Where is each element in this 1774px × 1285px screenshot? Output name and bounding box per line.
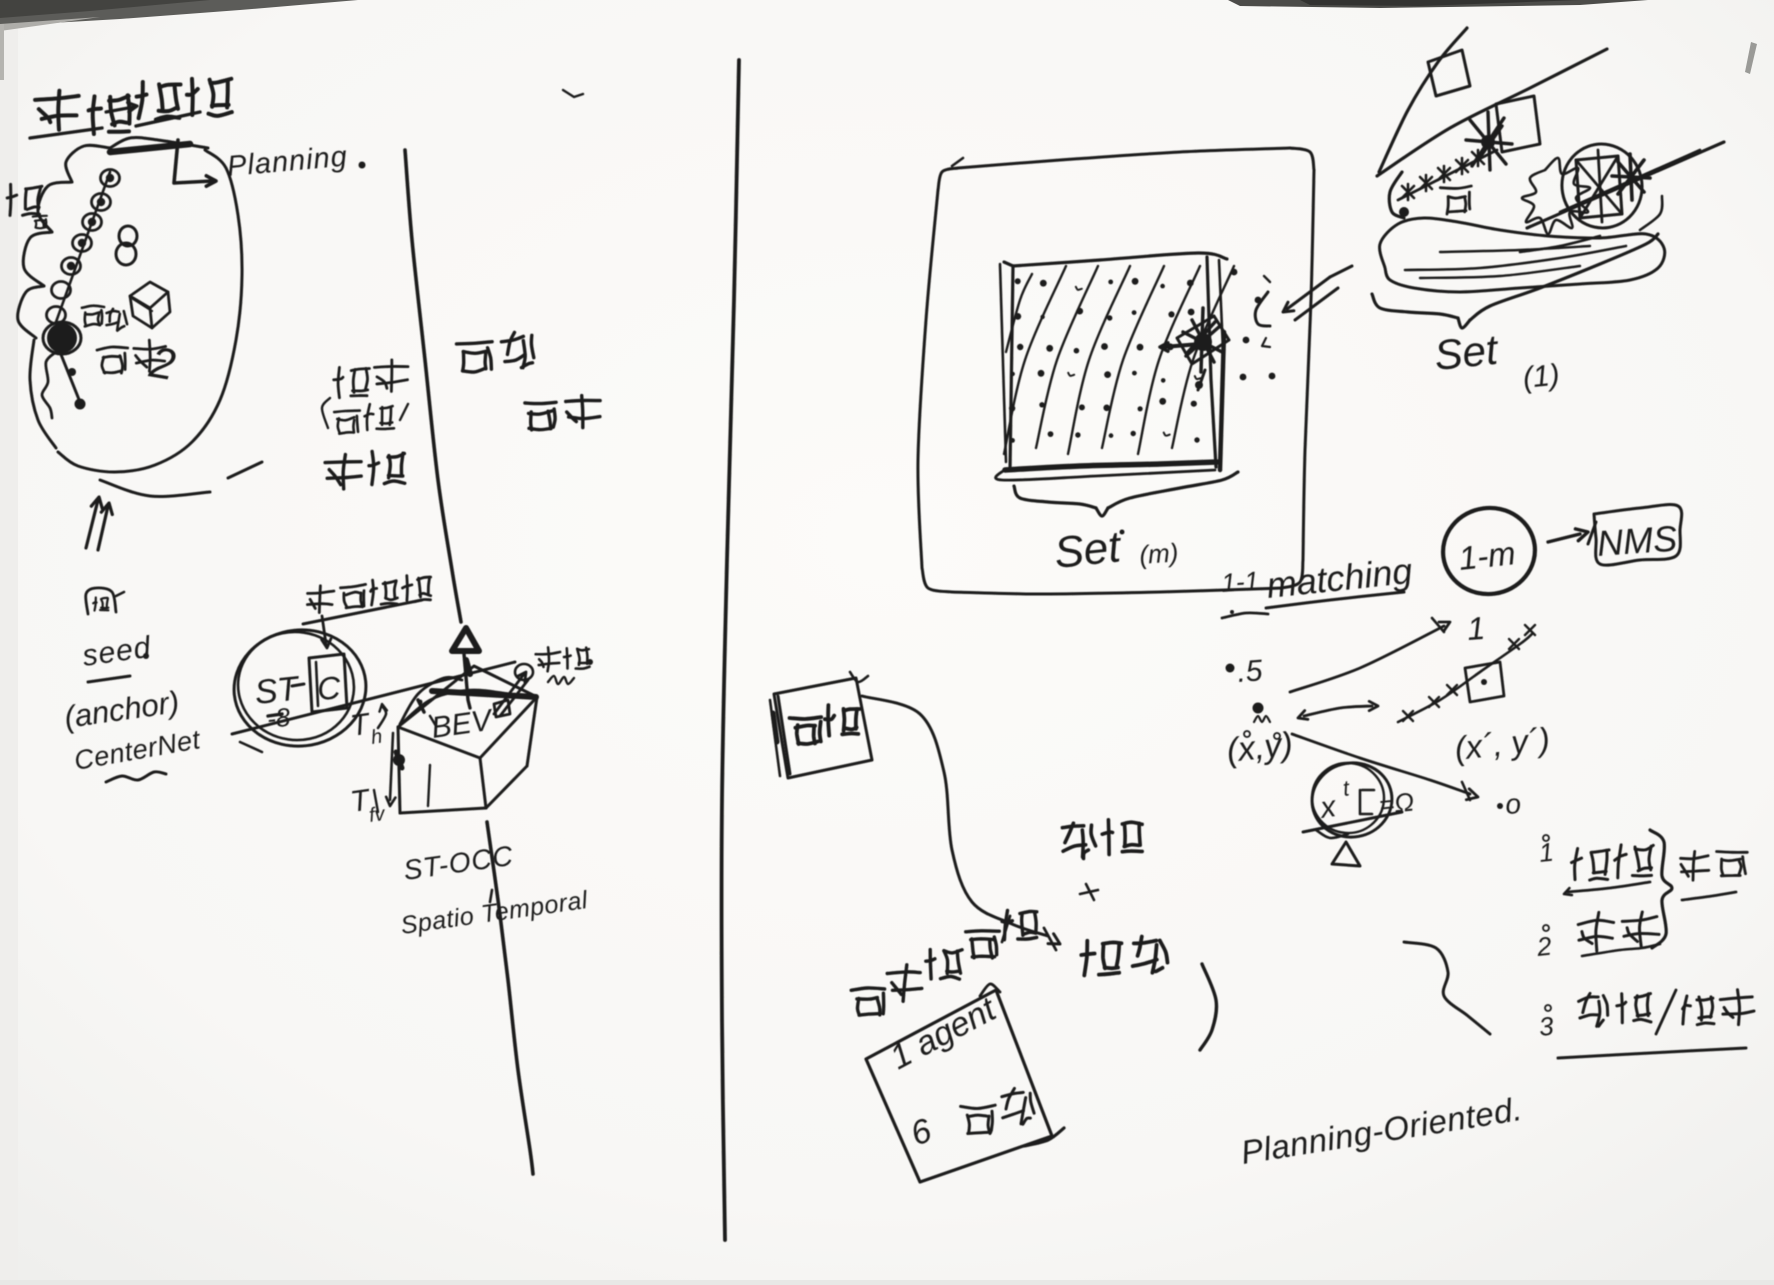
- svg-text:C: C: [316, 669, 342, 707]
- svg-text:o: o: [1504, 788, 1522, 820]
- svg-text:-8: -8: [265, 702, 292, 734]
- svg-text:1-m: 1-m: [1457, 534, 1517, 577]
- svg-text:Set: Set: [1432, 325, 1502, 379]
- svg-text:1-1: 1-1: [1220, 565, 1260, 598]
- svg-text:1: 1: [1466, 610, 1486, 647]
- svg-text:t: t: [1341, 775, 1351, 801]
- svg-text:ST: ST: [253, 669, 302, 712]
- svg-text:.5: .5: [1236, 654, 1264, 689]
- svg-text:fv: fv: [368, 803, 387, 827]
- svg-text:(x,y): (x,y): [1225, 725, 1295, 770]
- svg-text:3: 3: [1537, 1011, 1555, 1042]
- svg-text:(m): (m): [1138, 537, 1179, 570]
- svg-text:h: h: [370, 726, 384, 749]
- svg-text:2: 2: [1534, 931, 1553, 963]
- svg-text:NMS: NMS: [1596, 517, 1679, 563]
- svg-text:Set: Set: [1052, 522, 1125, 578]
- svg-text:1: 1: [1537, 837, 1555, 868]
- svg-text:x: x: [1316, 790, 1338, 825]
- svg-text:(1): (1): [1521, 358, 1561, 395]
